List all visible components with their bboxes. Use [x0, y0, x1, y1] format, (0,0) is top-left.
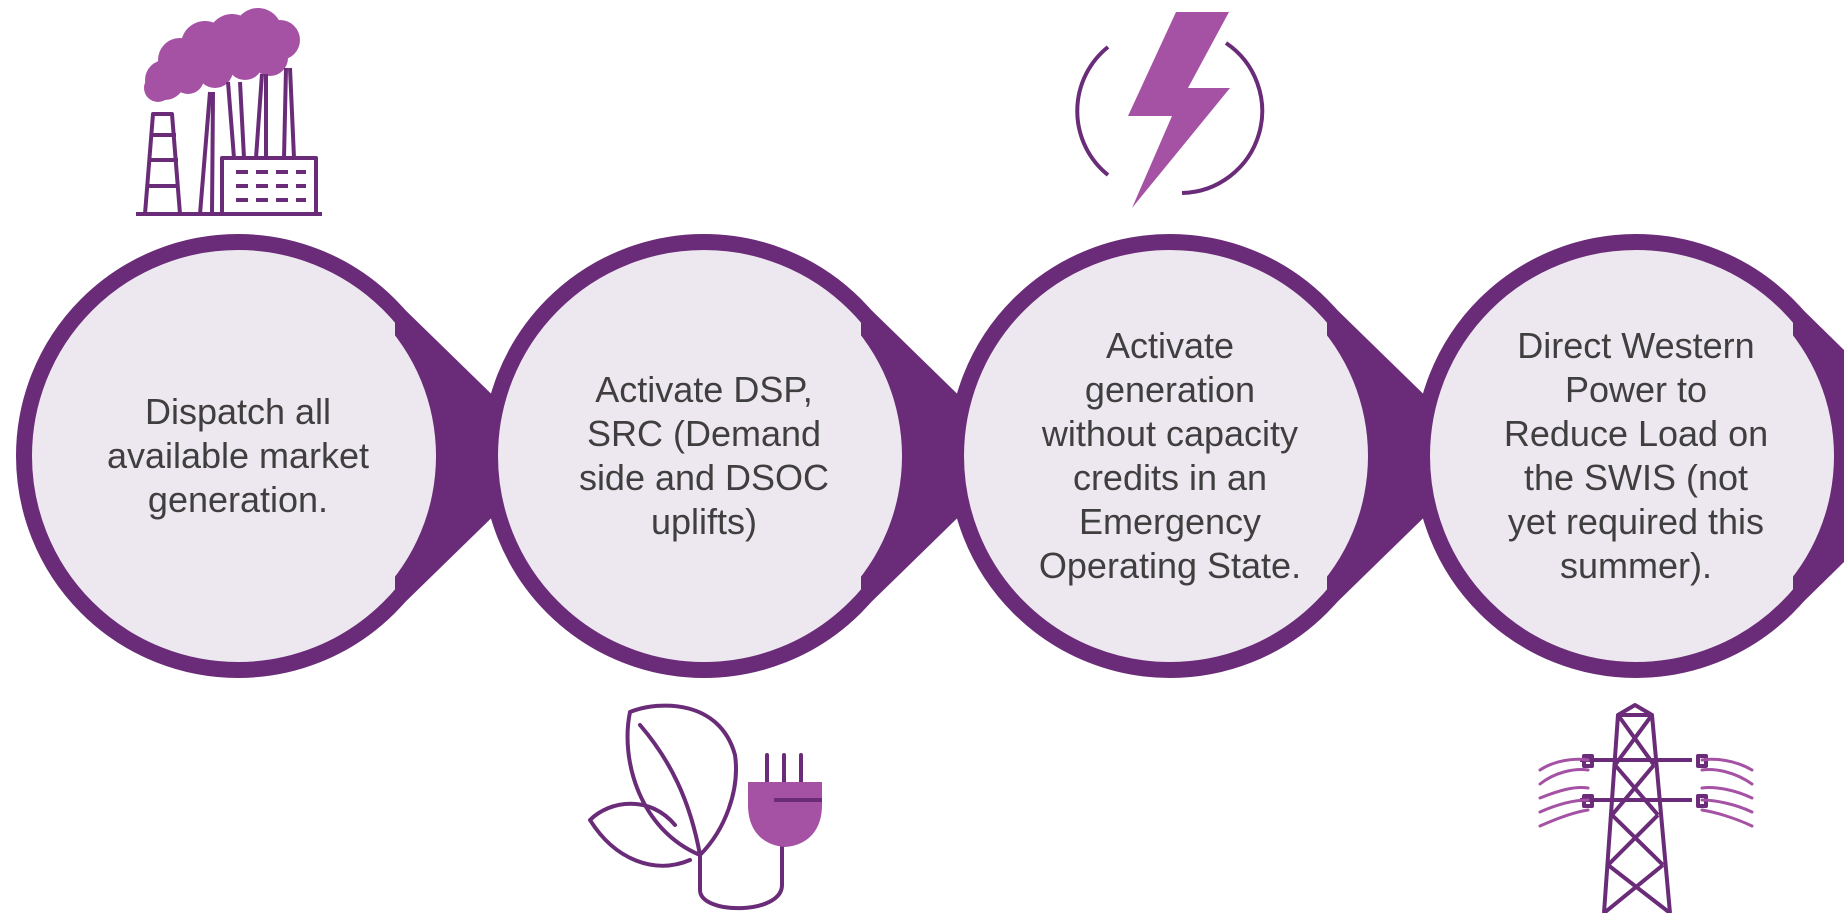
leaf-plug-icon — [588, 703, 822, 911]
step-1-label: Dispatch all available market generation… — [106, 391, 370, 520]
step-4-shape — [1414, 234, 1844, 678]
step-4-label: Direct Western Power to Reduce Load on t… — [1503, 325, 1769, 586]
step-3-text-block: Activate generation without capacity cre… — [1020, 260, 1320, 652]
lightning-icon — [1075, 12, 1265, 208]
step-4-text-block: Direct Western Power to Reduce Load on t… — [1486, 260, 1786, 652]
step-1-text-block: Dispatch all available market generation… — [88, 260, 388, 652]
step-2-label: Activate DSP, SRC (Demand side and DSOC … — [578, 369, 830, 542]
transmission-tower-icon — [1538, 703, 1754, 913]
step-2-shape — [482, 234, 1021, 678]
step-3-shape — [948, 234, 1487, 678]
factory-icon — [136, 8, 322, 216]
step-3-label: Activate generation without capacity cre… — [1038, 325, 1302, 586]
step-2-text-block: Activate DSP, SRC (Demand side and DSOC … — [554, 260, 854, 652]
step-1-shape — [16, 234, 555, 678]
